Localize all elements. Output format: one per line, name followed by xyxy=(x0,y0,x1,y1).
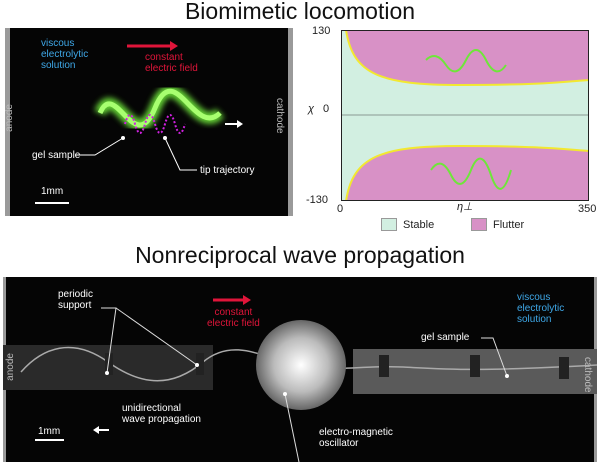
ytick-130: 130 xyxy=(312,25,331,37)
oscillator xyxy=(256,320,346,410)
y-axis-label: χ xyxy=(308,103,315,115)
wave-photo: anode cathode periodic support constant … xyxy=(3,277,597,462)
stable-swatch xyxy=(381,218,397,231)
flutter-swatch xyxy=(471,218,487,231)
stability-diagram xyxy=(341,30,589,201)
title-biomimetic: Biomimetic locomotion xyxy=(184,0,416,24)
ytick-0: 0 xyxy=(323,103,330,115)
x-axis-label: η⊥ xyxy=(457,201,473,213)
cathode-label-bottom: cathode xyxy=(582,357,593,393)
scale-bar-label: 1mm xyxy=(41,186,64,197)
cathode-electrode xyxy=(288,28,293,216)
oscillator-label: electro-magnetic oscillator xyxy=(319,427,393,449)
field-label: constant electric field xyxy=(145,52,198,74)
cathode-label: cathode xyxy=(274,98,285,134)
periodic-support-label: periodic support xyxy=(58,289,94,311)
anode-label-bottom: anode xyxy=(5,353,16,381)
gel-sample-label-bottom: gel sample xyxy=(421,332,470,343)
scale-bar-label-bottom: 1mm xyxy=(38,426,61,437)
xtick-350: 350 xyxy=(578,203,597,215)
gel-illustration xyxy=(35,41,243,204)
field-label-bottom: constant electric field xyxy=(207,307,260,329)
solution-label-bottom: viscous electrolytic solution xyxy=(517,292,565,325)
legend-stable-label: Stable xyxy=(403,218,435,231)
locomotion-photo: anode cathode viscous electrolytic solut… xyxy=(5,28,293,216)
gel-sample-label: gel sample xyxy=(32,150,81,161)
legend-flutter: Flutter xyxy=(471,218,524,231)
legend-flutter-label: Flutter xyxy=(493,218,525,231)
ytick-neg130: -130 xyxy=(306,194,329,206)
title-nonreciprocal: Nonreciprocal wave propagation xyxy=(135,242,465,268)
legend-stable: Stable xyxy=(381,218,434,231)
xtick-0: 0 xyxy=(337,203,344,215)
anode-electrode xyxy=(5,28,10,216)
tip-trajectory-label: tip trajectory xyxy=(200,165,255,176)
wave-propagation-label: unidirectional wave propagation xyxy=(122,403,201,425)
wave-illustration xyxy=(3,295,597,462)
solution-label: viscous electrolytic solution xyxy=(41,38,89,71)
